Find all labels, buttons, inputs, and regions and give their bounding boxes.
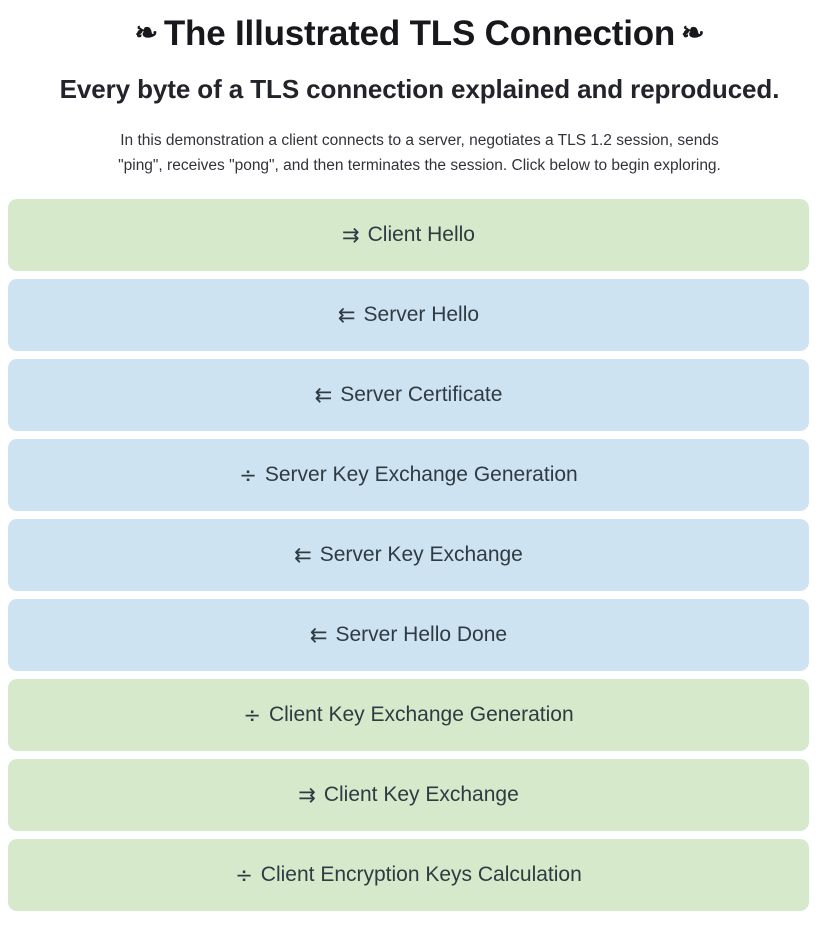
server-to-client-arrow-icon: ⇇	[309, 623, 328, 647]
fleuron-ornament-left-icon: ❧	[134, 17, 158, 48]
server-to-client-arrow-icon: ⇇	[314, 383, 333, 407]
step-card[interactable]: ⇇ Server Hello Done	[8, 599, 809, 671]
step-list: ⇉ Client Hello ⇇ Server Hello ⇇ Server Certif…	[0, 178, 839, 911]
step-card[interactable]: ÷ Client Encryption Keys Calculation	[8, 839, 809, 911]
server-to-client-arrow-icon: ⇇	[337, 303, 356, 327]
page-title: ❧The Illustrated TLS Connection❧	[0, 0, 839, 55]
step-card[interactable]: ÷ Client Key Exchange Generation	[8, 679, 809, 751]
server-to-client-arrow-icon: ⇇	[294, 543, 312, 567]
step-label: Client Key Exchange	[323, 783, 519, 806]
computation-icon: ÷	[235, 863, 253, 887]
computation-icon: ÷	[243, 703, 261, 727]
client-to-server-arrow-icon: ⇉	[298, 783, 316, 807]
step-label: Server Key Exchange Generation	[264, 463, 578, 486]
page-container: ❧The Illustrated TLS Connection❧ Every b…	[0, 0, 839, 911]
step-label: Server Hello Done	[335, 623, 508, 646]
step-label: Server Key Exchange	[319, 543, 523, 566]
page-title-text: The Illustrated TLS Connection	[163, 14, 676, 53]
step-label: Client Encryption Keys Calculation	[260, 863, 582, 886]
intro-paragraph: In this demonstration a client connects …	[118, 132, 721, 174]
step-label: Server Certificate	[340, 383, 503, 406]
step-label: Server Hello	[363, 303, 480, 326]
step-label: Client Hello	[367, 223, 475, 246]
step-card[interactable]: ⇇ Server Key Exchange	[8, 519, 809, 591]
computation-icon: ÷	[239, 463, 257, 487]
fleuron-ornament-right-icon: ❧	[681, 17, 705, 48]
step-card[interactable]: ⇇ Server Certificate	[8, 359, 809, 431]
step-card[interactable]: ⇇ Server Hello	[8, 279, 809, 351]
step-card[interactable]: ⇉ Client Hello	[8, 199, 809, 271]
client-to-server-arrow-icon: ⇉	[342, 223, 360, 247]
step-card[interactable]: ⇉ Client Key Exchange	[8, 759, 809, 831]
step-card[interactable]: ÷ Server Key Exchange Generation	[8, 439, 809, 511]
step-label: Client Key Exchange Generation	[268, 703, 574, 726]
page-subtitle: Every byte of a TLS connection explained…	[59, 74, 780, 104]
